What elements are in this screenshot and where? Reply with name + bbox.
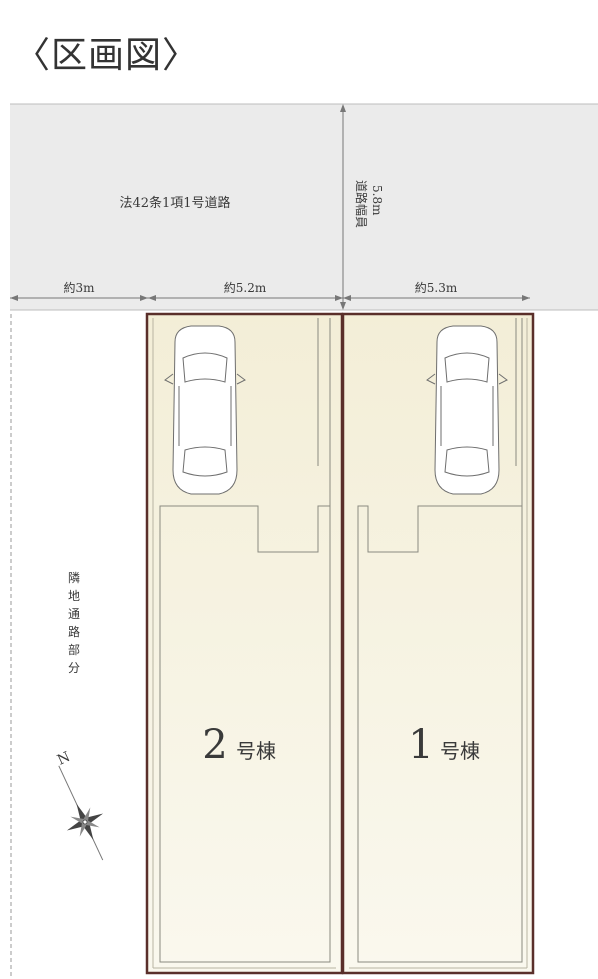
svg-text:隣: 隣 bbox=[68, 570, 80, 585]
road-area bbox=[10, 104, 598, 310]
lot2-width-dimension: 約5.2m bbox=[224, 280, 267, 295]
lot1-width-dimension: 約5.3m bbox=[415, 280, 458, 295]
road-width-dimension: 道路幅員 5.8m bbox=[340, 104, 384, 310]
svg-text:部: 部 bbox=[68, 642, 80, 657]
car-icon bbox=[426, 325, 508, 495]
compass-north-label: N bbox=[55, 749, 73, 769]
svg-text:路: 路 bbox=[68, 624, 80, 639]
lot-1-suffix: 号棟 bbox=[440, 739, 480, 763]
road-width-label-1: 道路幅員 bbox=[354, 180, 369, 228]
road-width-label-2: 5.8m bbox=[370, 185, 384, 216]
lot-1-number: 1 bbox=[408, 722, 433, 768]
svg-text:分: 分 bbox=[68, 661, 80, 675]
lot-2: 2 号棟 bbox=[145, 312, 344, 975]
lot-2-number: 2 bbox=[202, 722, 227, 768]
lot-1: 1 号棟 bbox=[341, 312, 535, 975]
lot-2-suffix: 号棟 bbox=[236, 739, 276, 763]
svg-text:地: 地 bbox=[68, 589, 80, 603]
page-title: 〈区画図〉 bbox=[14, 35, 200, 76]
left-gap-dimension: 約3m bbox=[63, 280, 95, 295]
car-icon bbox=[164, 325, 246, 495]
svg-text:通: 通 bbox=[68, 607, 80, 621]
side-road-label: 隣 地 通 路 部 分 bbox=[68, 570, 80, 675]
width-dimension-line bbox=[10, 295, 530, 301]
lot-2-boundary bbox=[145, 312, 344, 975]
lot-1-building-outline bbox=[357, 505, 523, 963]
compass-icon bbox=[58, 765, 104, 861]
road-name-label: 法42条1項1号道路 bbox=[119, 195, 230, 211]
lot-2-building-outline bbox=[159, 505, 331, 963]
